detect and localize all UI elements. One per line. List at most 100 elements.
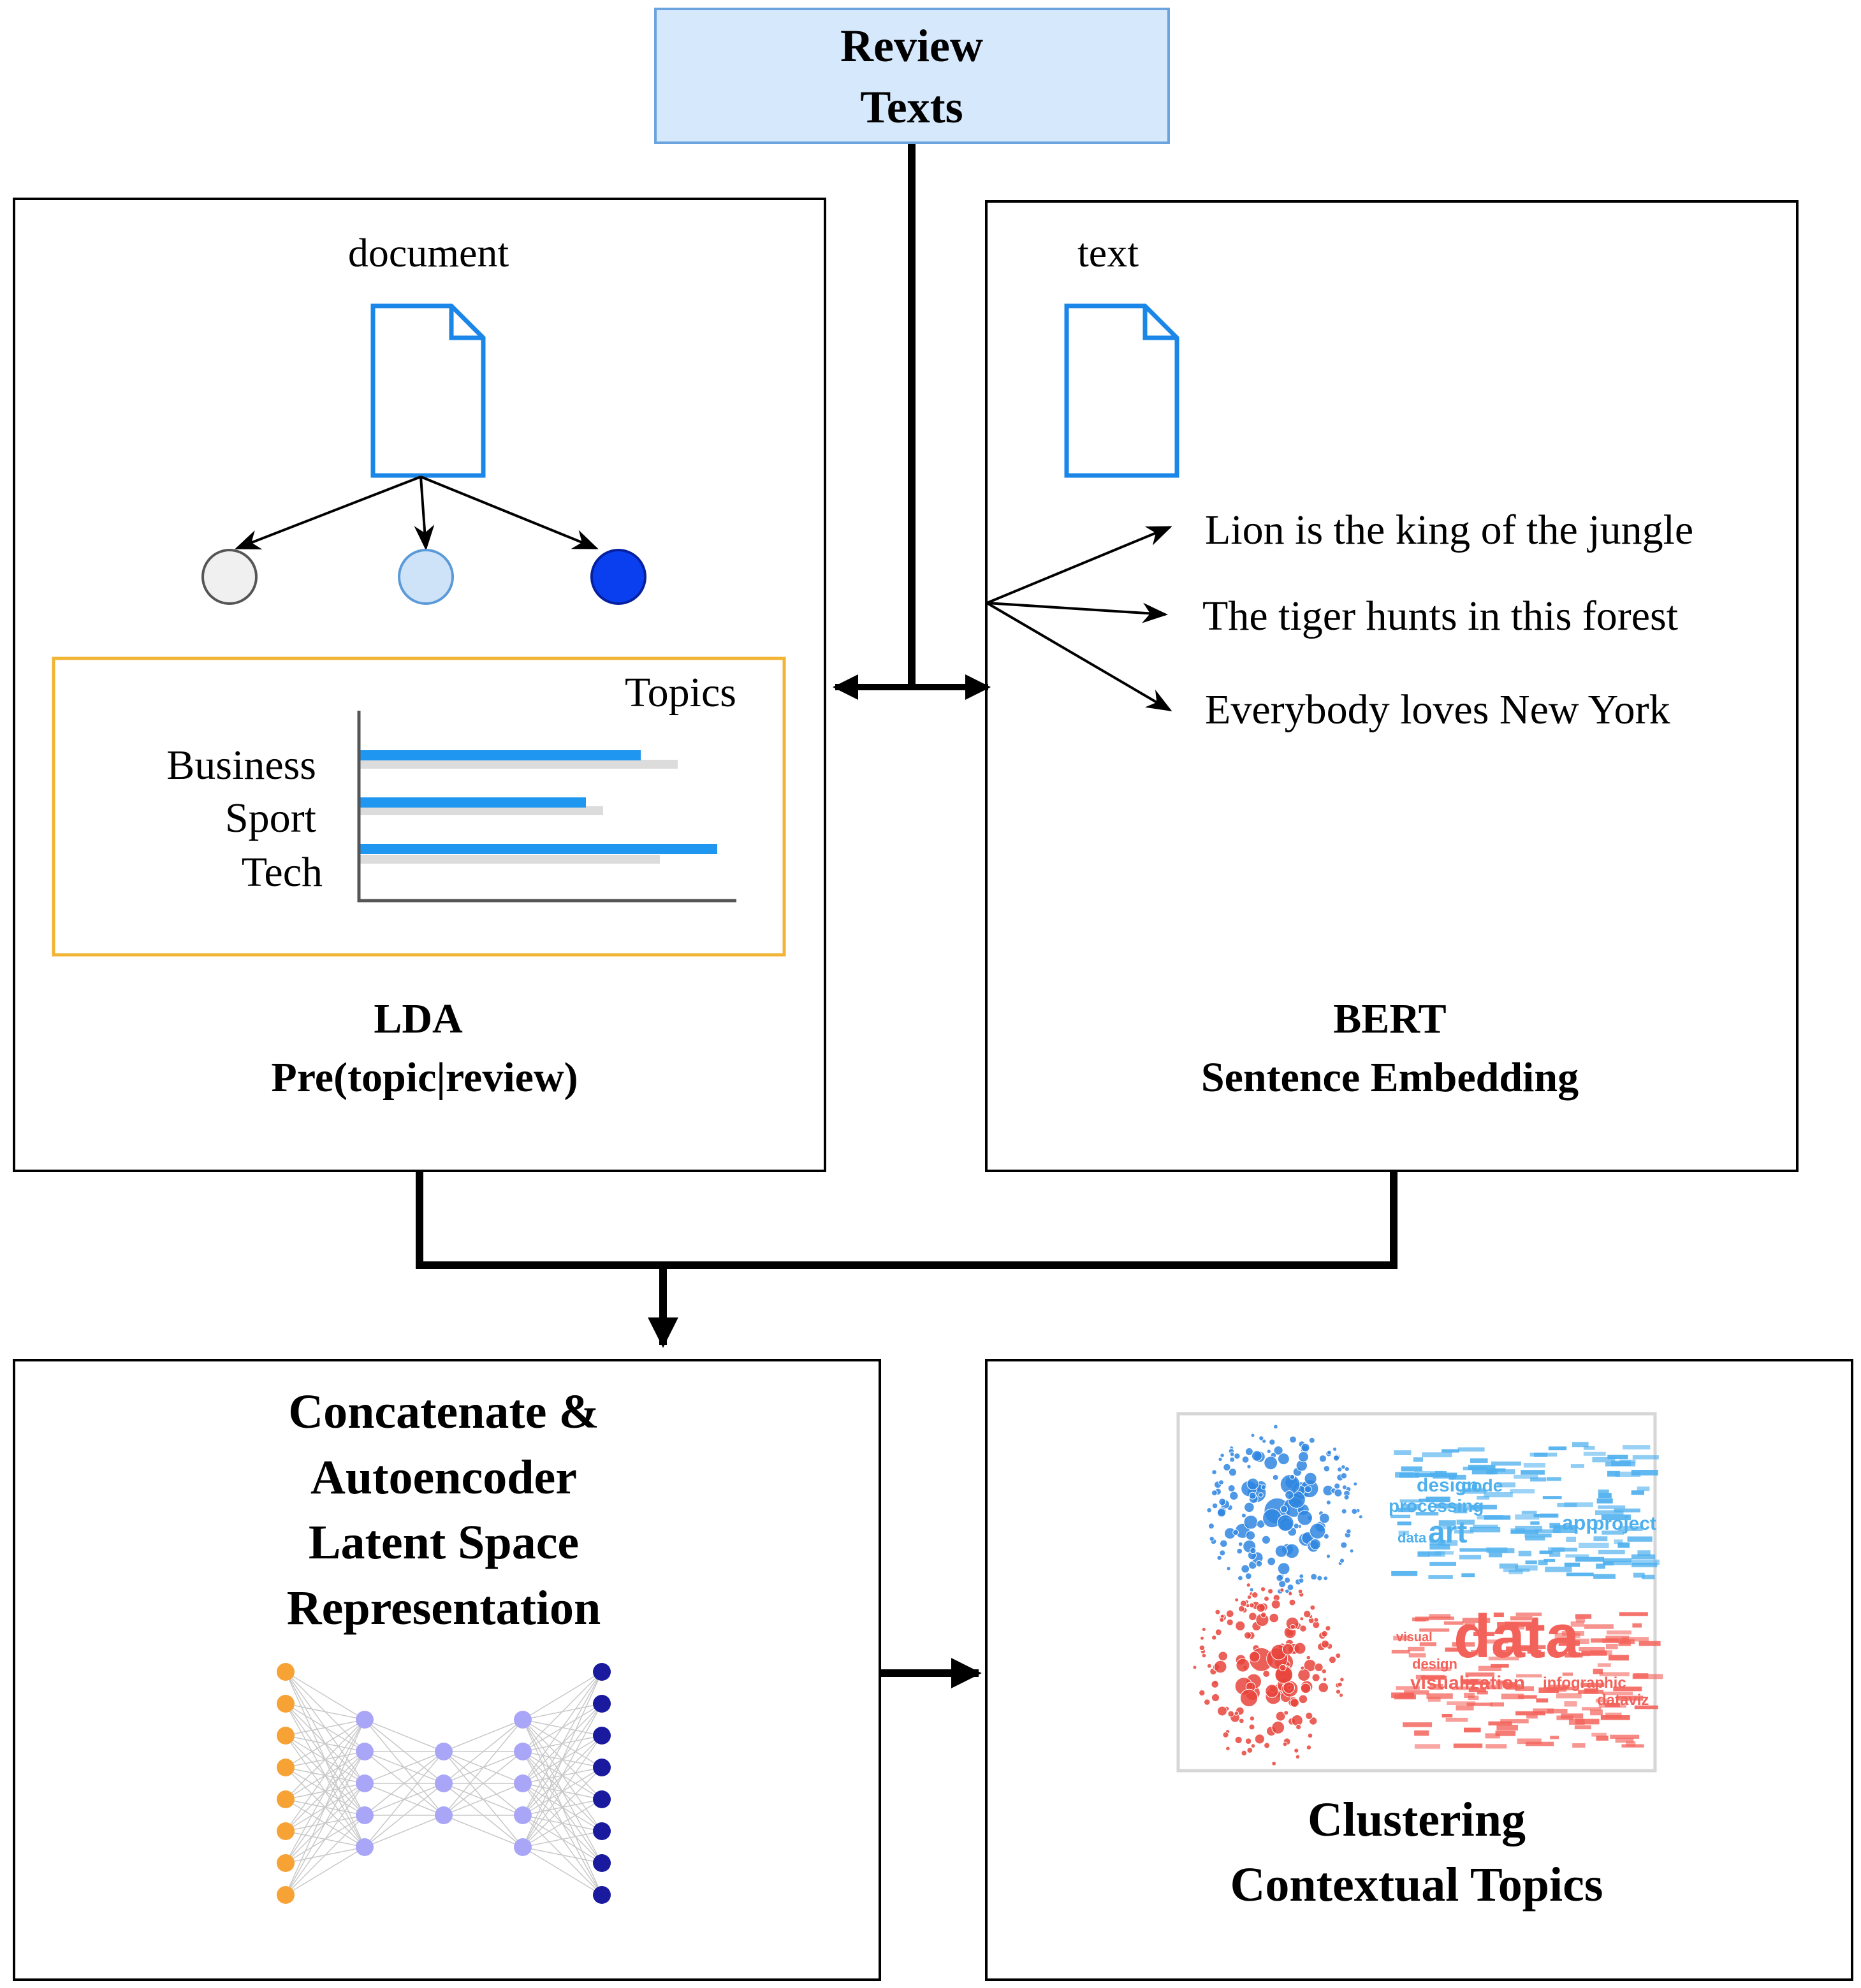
word-cloud-filler [1570, 1464, 1584, 1468]
doc-to-node-3-arrow [420, 475, 599, 549]
word-cloud-filler [1593, 1574, 1616, 1579]
word-cloud-filler [1579, 1542, 1609, 1548]
autoencoder-edge [285, 1783, 365, 1896]
autoencoder-edge [522, 1799, 602, 1848]
cluster-bubble [1325, 1500, 1331, 1506]
word-cloud-filler [1429, 1614, 1451, 1619]
cluster-bubble [1277, 1514, 1294, 1532]
cluster-bubble [1199, 1644, 1206, 1651]
word-cloud-filler [1515, 1612, 1542, 1616]
cluster-bubble [1248, 1651, 1260, 1663]
word-cloud-filler [1420, 1667, 1452, 1671]
cluster-bubble [1326, 1450, 1332, 1455]
word-cloud-filler [1583, 1446, 1595, 1450]
word-cloud-filler [1426, 1497, 1450, 1502]
word-cloud-filler [1419, 1642, 1436, 1646]
cluster-bubble [1325, 1554, 1331, 1559]
word-cloud-filler [1518, 1550, 1531, 1556]
cluster-bubble [1213, 1660, 1227, 1674]
word-cloud-filler [1578, 1690, 1603, 1694]
cluster-bubble [1282, 1741, 1288, 1747]
autoencoder-edge [364, 1783, 444, 1848]
autoencoder-node [277, 1790, 295, 1808]
word-cloud-filler [1408, 1653, 1426, 1658]
word-cloud-filler [1632, 1455, 1659, 1460]
cluster-bubble [1245, 1530, 1256, 1541]
word-cloud-filler [1575, 1614, 1592, 1619]
cluster-bubble [1310, 1538, 1322, 1550]
word-cloud-word: processing [1389, 1496, 1484, 1516]
word-cloud-word: dataviz [1597, 1692, 1649, 1709]
autoencoder-edge [443, 1719, 523, 1784]
word-cloud-filler [1510, 1489, 1535, 1494]
clustering-panel: designcodeprocessingartdataappprojectdat… [985, 1359, 1853, 1981]
word-cloud-word: art [1428, 1516, 1467, 1549]
word-cloud-filler [1478, 1665, 1502, 1671]
word-cloud-filler [1500, 1719, 1529, 1723]
topic-bar-axes [357, 711, 736, 903]
word-cloud-filler [1632, 1623, 1642, 1628]
cluster-bubble [1220, 1453, 1225, 1458]
autoencoder-edge [443, 1719, 523, 1816]
word-cloud-filler [1530, 1521, 1540, 1525]
cluster-bubble [1206, 1507, 1212, 1513]
cluster-bubble [1269, 1439, 1276, 1446]
cluster-bubble [1305, 1711, 1313, 1720]
clustering-panel-frame [985, 1359, 1853, 1981]
cluster-bubble [1334, 1483, 1341, 1490]
word-cloud-filler [1637, 1486, 1650, 1491]
word-cloud-filler [1542, 1496, 1562, 1500]
word-cloud-filler [1399, 1472, 1419, 1478]
autoencoder-line-2: Autoencoder [310, 1451, 577, 1504]
autoencoder-edge [443, 1751, 523, 1816]
autoencoder-edge [285, 1719, 365, 1864]
word-cloud-word: infographic [1543, 1674, 1626, 1692]
cluster-bubble [1241, 1456, 1250, 1463]
autoencoder-edge [522, 1847, 602, 1864]
word-cloud-filler [1466, 1702, 1492, 1706]
cluster-bubble [1291, 1715, 1303, 1727]
cluster-bubble [1220, 1539, 1228, 1548]
word-cloud-filler [1488, 1657, 1519, 1660]
cluster-bubble [1304, 1485, 1312, 1493]
text-to-sentence-2-arrow [986, 602, 1168, 623]
word-cloud-filler [1427, 1551, 1445, 1557]
cluster-bubble [1339, 1693, 1344, 1698]
word-cloud-filler [1456, 1705, 1474, 1711]
word-cloud-filler [1603, 1561, 1631, 1565]
cluster-bubble [1264, 1742, 1271, 1749]
word-cloud-filler [1619, 1460, 1636, 1463]
word-cloud-filler [1548, 1446, 1567, 1451]
word-cloud-filler [1464, 1692, 1475, 1698]
word-cloud-filler [1488, 1548, 1515, 1553]
cluster-bubble [1277, 1453, 1290, 1465]
cluster-bubble [1246, 1595, 1252, 1600]
lda-panel: document Topics Business Sport Tech LDA … [13, 198, 826, 1172]
cluster-bubble [1250, 1743, 1256, 1748]
word-cloud-filler [1493, 1612, 1504, 1618]
cluster-bubble [1249, 1587, 1254, 1592]
word-cloud-filler [1516, 1674, 1542, 1678]
cluster-bubble [1319, 1513, 1330, 1524]
word-cloud-filler [1468, 1465, 1496, 1470]
word-cloud-filler [1525, 1536, 1545, 1541]
autoencoder-panel: Concatenate & Autoencoder Latent Space R… [13, 1359, 881, 1981]
word-cloud-filler [1414, 1730, 1429, 1736]
word-cloud-filler [1523, 1463, 1545, 1468]
autoencoder-node [593, 1822, 611, 1840]
cluster-bubble [1303, 1610, 1311, 1618]
bert-panel: text Lion is the king of the jungle The … [985, 200, 1799, 1172]
bert-panel-frame [985, 200, 1799, 1172]
word-cloud-filler [1490, 1702, 1504, 1707]
cluster-bubble [1200, 1636, 1204, 1641]
autoencoder-edge [285, 1847, 365, 1896]
cluster-bubble [1271, 1721, 1285, 1734]
cluster-bubble [1250, 1433, 1255, 1438]
autoencoder-node [277, 1695, 295, 1713]
word-cloud-filler [1397, 1521, 1412, 1526]
word-cloud-filler [1489, 1469, 1515, 1475]
sentence-1: Lion is the king of the jungle [1205, 507, 1693, 553]
word-cloud-filler [1617, 1542, 1630, 1548]
cluster-bubble [1211, 1502, 1218, 1509]
